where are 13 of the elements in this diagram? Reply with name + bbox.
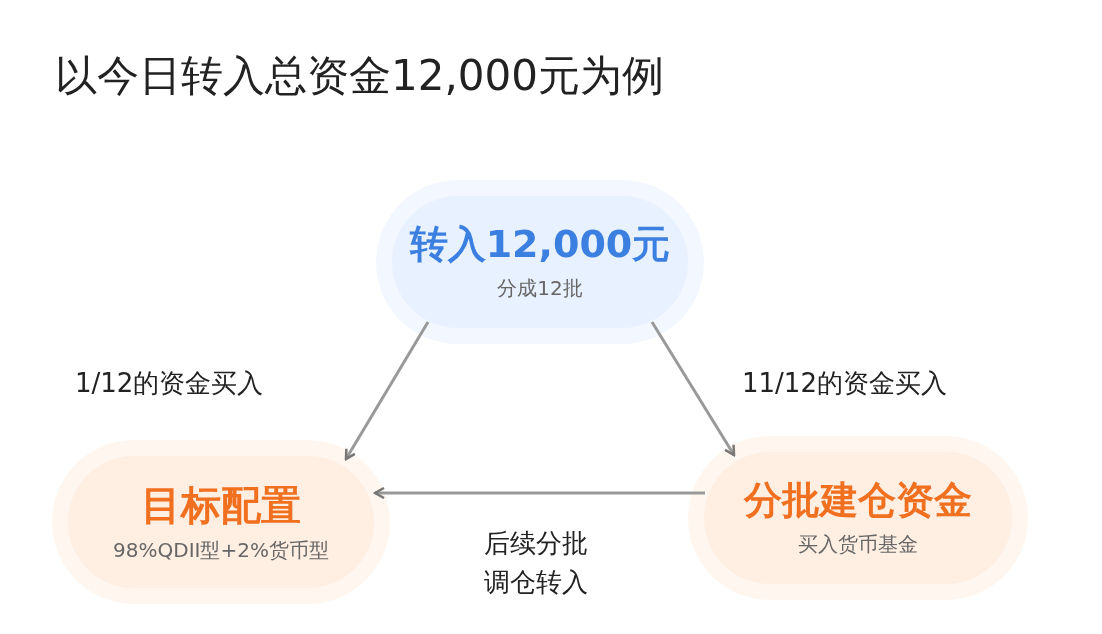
node-subtitle: 98%QDII型+2%货币型 [113, 536, 329, 564]
arrow [650, 321, 736, 457]
node-heading: 目标配置 [141, 480, 301, 529]
edge-label: 11/12的资金买入 [742, 367, 947, 400]
node-subtitle: 分成12批 [497, 275, 583, 303]
edge-label: 1/12的资金买入 [75, 367, 264, 400]
node-heading: 分批建仓资金 [744, 477, 972, 524]
arrow [373, 486, 705, 500]
arrow [344, 321, 430, 461]
node-subtitle: 买入货币基金 [798, 531, 918, 559]
title: 以今日转入总资金12,000元为例 [55, 50, 664, 102]
node-heading: 转入12,000元 [409, 221, 671, 268]
edge-label: 后续分批调仓转入 [483, 527, 589, 599]
